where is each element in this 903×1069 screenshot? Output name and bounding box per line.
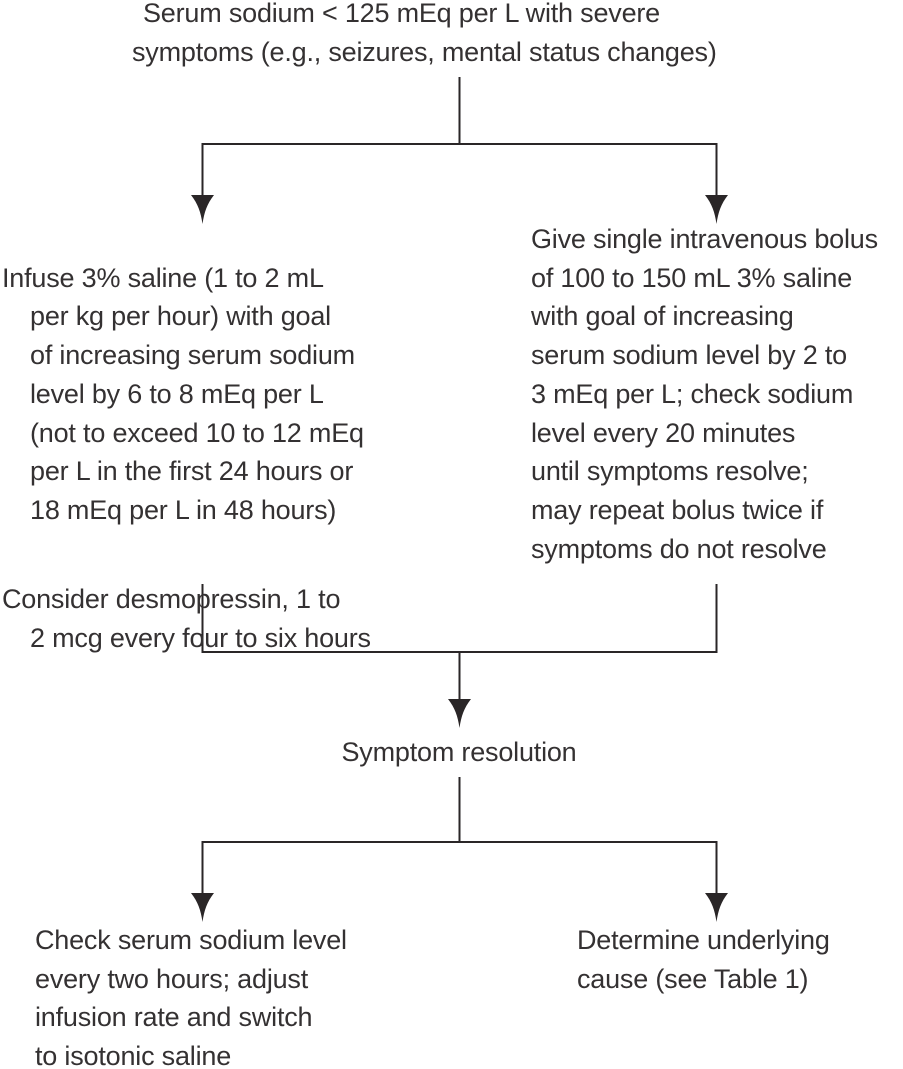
- right-branch-bolus-node: Give single intravenous bolus of 100 to …: [531, 224, 878, 564]
- connector-split1: [201, 143, 718, 197]
- symptom-resolution-node: Symptom resolution: [341, 737, 577, 767]
- connector-arrowhead-split1-left: [191, 195, 214, 224]
- outcome-determine-cause-node: Determine underlying cause (see Table 1): [577, 925, 830, 994]
- connector-split2: [201, 841, 718, 895]
- left-branch-desmopressin-text: Consider desmopressin, 1 to 2 mcg every …: [2, 584, 371, 654]
- start-node: Serum sodium < 125 mEq per L with severe…: [132, 0, 717, 67]
- connector-arrowhead-split2-left: [191, 893, 214, 922]
- connector-arrowhead-merge: [448, 699, 471, 728]
- left-branch-node: Infuse 3% saline (1 to 2 mL per kg per h…: [2, 220, 442, 696]
- connector-arrowhead-split2-right: [705, 893, 728, 922]
- outcome-check-sodium-node: Check serum sodium level every two hours…: [35, 925, 347, 1069]
- left-branch-infusion-text: Infuse 3% saline (1 to 2 mL per kg per h…: [2, 262, 364, 525]
- connector-arrowhead-split1-right: [705, 195, 728, 224]
